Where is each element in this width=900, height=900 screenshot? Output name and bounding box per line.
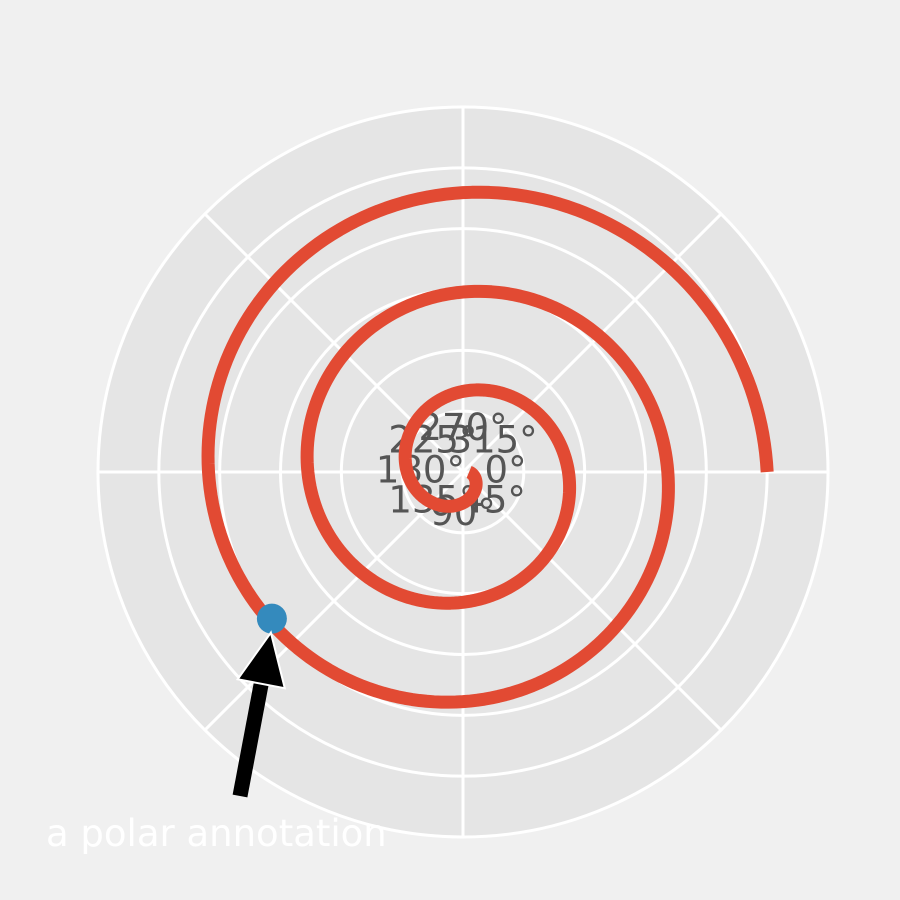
annotation-arrow-head [235,630,287,690]
theta-grid-line [203,470,465,732]
annotation-text: a polar annotation [46,812,387,855]
annotated-point [256,603,287,634]
theta-grid-line [461,470,723,732]
annotation-arrow-shaft [232,682,269,798]
theta-grid-line [203,212,465,474]
theta-tick-label: 0° [485,449,527,492]
theta-tick-labels: 0°45°90°135°180°225°270°315° [376,406,538,534]
theta-grid-line [461,212,723,474]
theta-tick-label: 315° [449,418,538,461]
spiral-line [201,185,774,709]
theta-tick-label: 180° [376,449,465,492]
theta-tick-label: 270° [418,406,507,449]
